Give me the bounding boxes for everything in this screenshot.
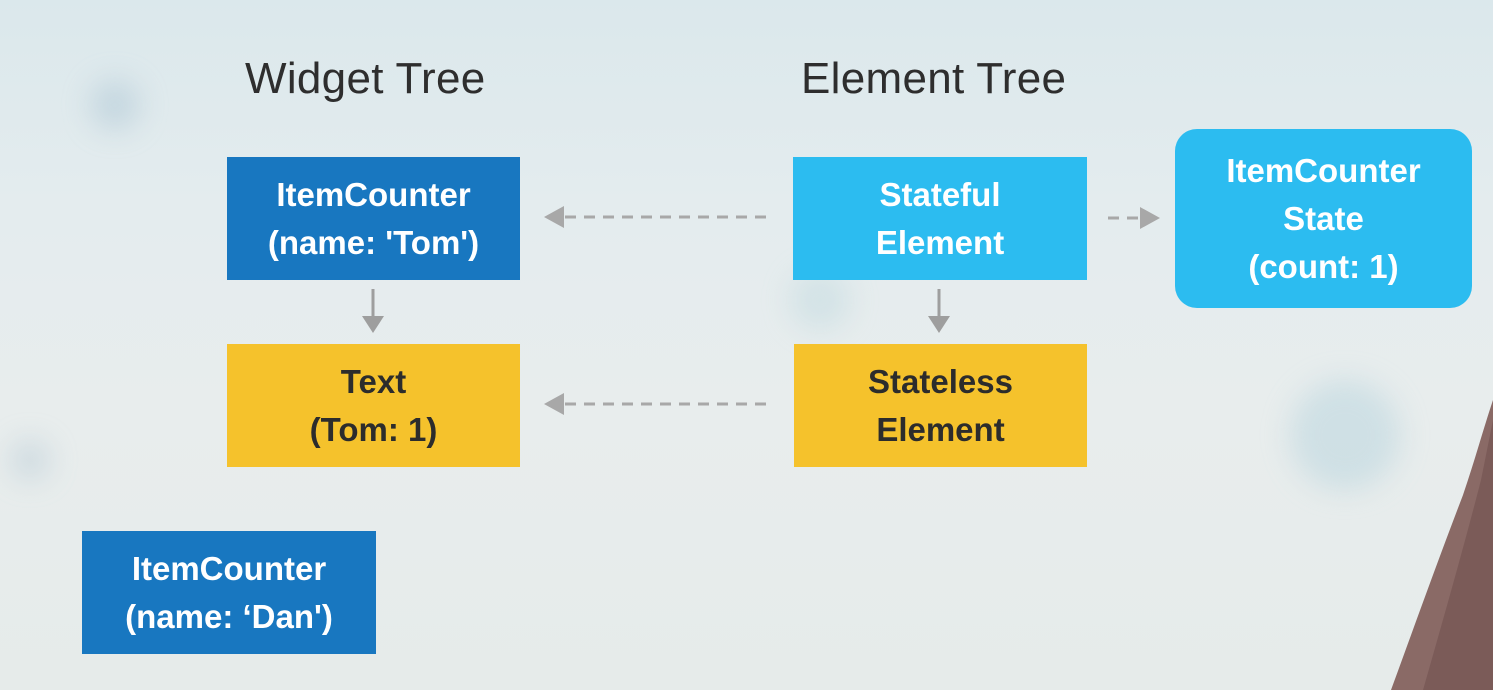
widget-item-counter-dan: ItemCounter (name: ‘Dan') — [82, 531, 376, 654]
widget-item-counter-tom-line2: (name: 'Tom') — [267, 223, 480, 261]
element-parent-child-arrow — [928, 289, 950, 333]
element-to-state-arrow — [1108, 207, 1160, 229]
element-tree-heading: Element Tree — [801, 54, 1067, 103]
stateless-element-box: Stateless Element — [794, 344, 1087, 467]
presenter-silhouette — [1391, 400, 1493, 690]
stateful-element-line1: Stateful — [879, 175, 1001, 213]
stateless-element-line1: Stateless — [868, 362, 1013, 400]
widget-item-counter-tom-line1: ItemCounter — [276, 175, 471, 213]
stateful-element-box: Stateful Element — [793, 157, 1087, 280]
stateful-element-line2: Element — [875, 223, 1005, 261]
widget-item-counter-dan-line2: (name: ‘Dan') — [125, 597, 333, 635]
widget-parent-child-arrow — [362, 289, 384, 333]
widget-text-tom-line1: Text — [340, 362, 407, 400]
stateless-element-line2: Element — [876, 410, 1005, 448]
element-to-widget-arrow-top — [544, 206, 766, 228]
item-counter-state-box: ItemCounter State (count: 1) — [1175, 129, 1472, 308]
element-to-widget-arrow-bottom — [544, 393, 766, 415]
widget-tree-heading: Widget Tree — [245, 54, 486, 103]
widget-text-tom: Text (Tom: 1) — [227, 344, 520, 467]
state-line1: ItemCounter — [1226, 151, 1421, 189]
widget-item-counter-tom: ItemCounter (name: 'Tom') — [227, 157, 520, 280]
state-line2: State — [1283, 199, 1364, 237]
widget-text-tom-line2: (Tom: 1) — [309, 410, 438, 448]
widget-item-counter-dan-line1: ItemCounter — [131, 549, 327, 587]
state-line3: (count: 1) — [1248, 247, 1399, 285]
